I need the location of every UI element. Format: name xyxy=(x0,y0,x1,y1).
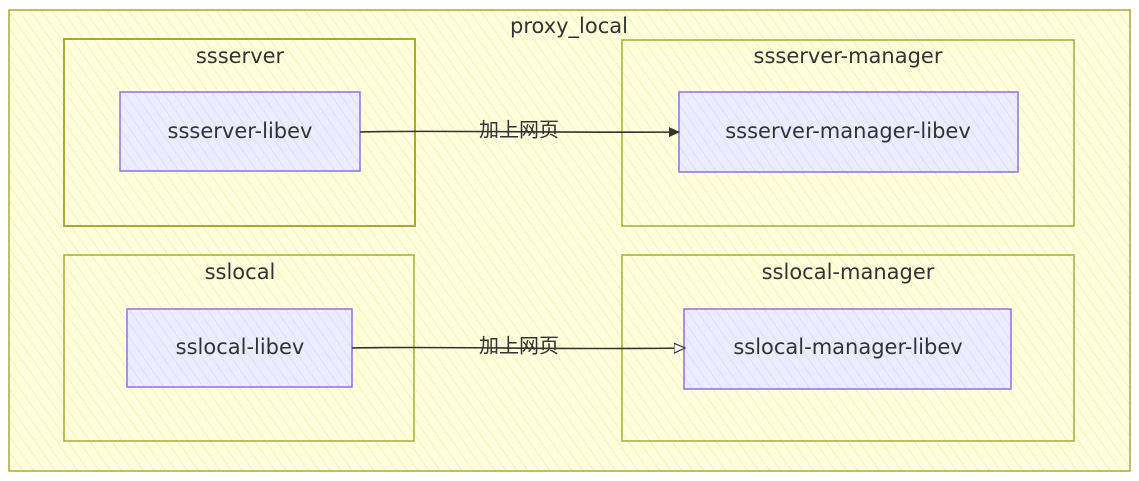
node-sslocal-libev-label: sslocal-libev xyxy=(176,335,305,359)
edge-ssserver-label: 加上网页 xyxy=(479,118,559,142)
node-ssserver-manager-libev-label: ssserver-manager-libev xyxy=(725,119,971,143)
cluster-sslocal-manager-label: sslocal-manager xyxy=(762,260,935,284)
cluster-sslocal-label: sslocal xyxy=(205,260,276,284)
node-ssserver-manager-libev[interactable]: ssserver-manager-libev xyxy=(678,91,1019,173)
node-sslocal-libev[interactable]: sslocal-libev xyxy=(126,308,353,388)
node-ssserver-libev-label: ssserver-libev xyxy=(168,119,313,143)
cluster-ssserver-manager-label: ssserver-manager xyxy=(754,44,943,68)
node-ssserver-libev[interactable]: ssserver-libev xyxy=(119,91,361,172)
edge-sslocal-to-manager: 加上网页 xyxy=(351,334,684,358)
edge-sslocal-label: 加上网页 xyxy=(479,334,559,358)
cluster-ssserver-label: ssserver xyxy=(196,44,285,68)
cluster-proxy-local-label: proxy_local xyxy=(510,14,628,39)
node-sslocal-manager-libev-label: sslocal-manager-libev xyxy=(733,335,962,359)
edge-ssserver-to-manager: 加上网页 xyxy=(359,118,680,142)
node-sslocal-manager-libev[interactable]: sslocal-manager-libev xyxy=(683,308,1012,390)
